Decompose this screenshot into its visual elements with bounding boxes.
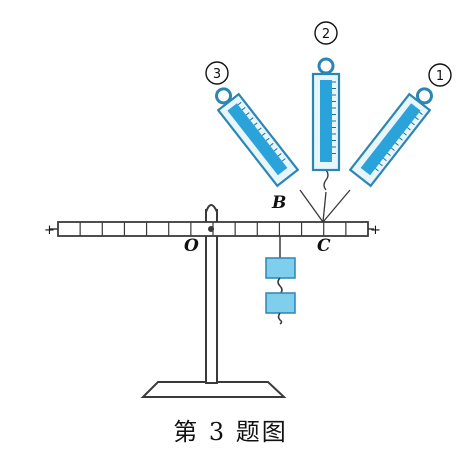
scale-tick — [415, 116, 419, 121]
scale-tick — [281, 158, 286, 162]
pivot-point — [208, 226, 214, 232]
scale-tick — [273, 148, 278, 152]
label-scale-1: 1 — [428, 63, 452, 87]
scale-tick — [237, 101, 242, 106]
scale-tick — [241, 107, 246, 111]
label-scale-2: 2 — [314, 21, 338, 45]
scale-tick — [395, 142, 399, 146]
scale-tick — [249, 117, 254, 121]
stand-top — [205, 204, 218, 213]
weight-upper — [265, 257, 296, 279]
scale-tick — [399, 137, 403, 141]
scale-tick — [387, 152, 391, 157]
label-point-b: B — [271, 193, 286, 213]
scale-tick — [375, 168, 379, 172]
scale-tick — [419, 111, 423, 116]
spring-scale-2 — [311, 57, 341, 172]
plus-right: + — [370, 223, 381, 238]
svg-text:1: 1 — [436, 69, 444, 84]
lever-bar — [49, 221, 374, 237]
scale-tick — [403, 132, 407, 136]
scale-tick — [277, 153, 282, 157]
scale-tick — [257, 127, 262, 131]
weight-lower — [265, 292, 296, 314]
figure-caption: 第 3 题图 — [173, 418, 288, 446]
plus-left: + — [44, 223, 55, 238]
scale-tick — [253, 122, 258, 126]
svg-text:3: 3 — [213, 67, 221, 82]
spring-scale-1 — [348, 87, 433, 188]
stand — [140, 204, 287, 398]
scale-tick — [411, 122, 415, 126]
label-scale-3: 3 — [205, 61, 229, 85]
svg-text:2: 2 — [322, 27, 330, 42]
stand-base — [140, 381, 287, 398]
scale-tick — [261, 132, 266, 136]
scale-tick — [407, 127, 411, 131]
scale-tick — [383, 157, 387, 162]
scale-tick — [265, 137, 270, 142]
scale-tick — [269, 142, 274, 147]
scale-tick — [379, 163, 383, 167]
spring-scale-3 — [215, 87, 300, 188]
label-point-o: O — [184, 236, 199, 256]
label-point-c: C — [317, 236, 331, 256]
strings — [299, 169, 351, 223]
scale-tick — [391, 147, 395, 151]
hanging-weights — [265, 236, 296, 325]
scale-tick — [245, 112, 250, 116]
